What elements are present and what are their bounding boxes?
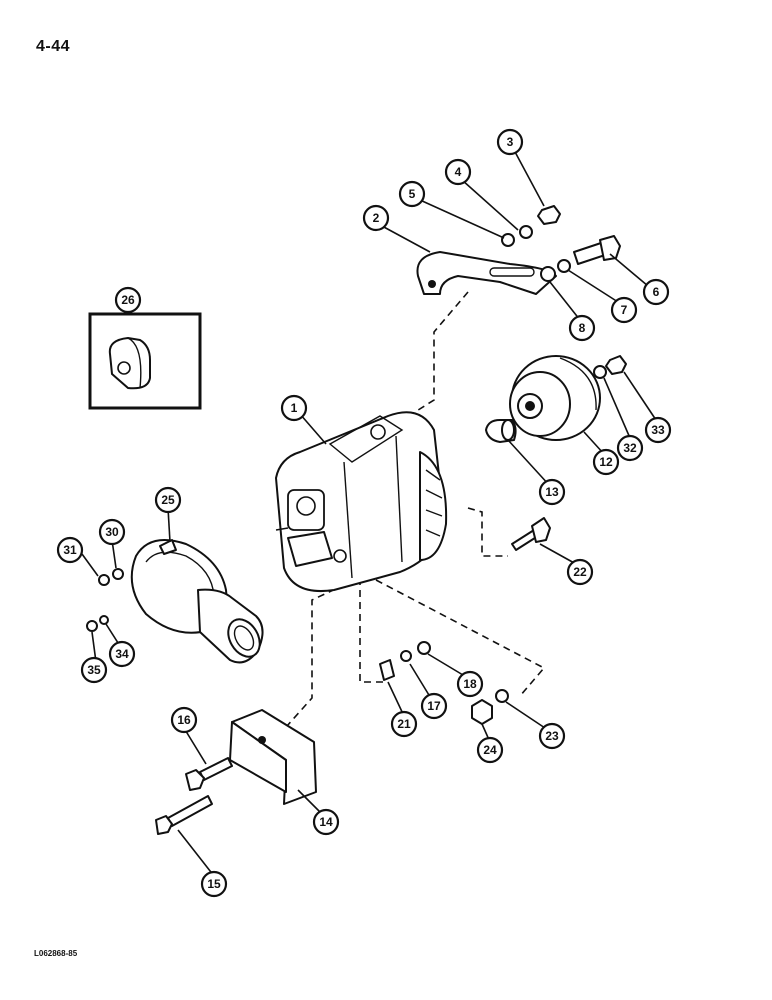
adjusting-strap (416, 251, 557, 295)
mounting-bracket (229, 709, 317, 805)
callout-26: 26 (114, 286, 142, 314)
svg-text:30: 30 (105, 525, 119, 539)
callout-24: 24 (476, 736, 504, 764)
pulley-nuts (593, 355, 627, 379)
page-number: 4-44 (36, 38, 71, 55)
strap-hardware (501, 205, 621, 282)
svg-text:4: 4 (455, 165, 462, 179)
callout-8: 8 (568, 314, 596, 342)
bolt-16 (185, 757, 233, 791)
pulley (509, 355, 601, 441)
svg-text:22: 22 (573, 565, 587, 579)
svg-text:31: 31 (63, 543, 77, 557)
callout-25: 25 (154, 486, 182, 514)
svg-text:23: 23 (545, 729, 559, 743)
callout-3: 3 (496, 128, 524, 156)
svg-text:2: 2 (373, 211, 380, 225)
callout-13: 13 (538, 478, 566, 506)
svg-text:24: 24 (483, 743, 497, 757)
callout-2: 2 (362, 204, 390, 232)
svg-text:1: 1 (291, 401, 298, 415)
spacer (485, 419, 517, 443)
svg-text:5: 5 (409, 187, 416, 201)
svg-text:18: 18 (463, 677, 477, 691)
svg-text:8: 8 (579, 321, 586, 335)
callout-32: 32 (616, 434, 644, 462)
bushing-detail-box (88, 312, 202, 410)
svg-text:15: 15 (207, 877, 221, 891)
callout-35: 35 (80, 656, 108, 684)
callout-23: 23 (538, 722, 566, 750)
callout-22: 22 (566, 558, 594, 586)
svg-text:21: 21 (397, 717, 411, 731)
svg-text:6: 6 (653, 285, 660, 299)
svg-text:7: 7 (621, 303, 628, 317)
figure-code: L062868-85 (34, 949, 78, 958)
callout-7: 7 (610, 296, 638, 324)
lower-hardware (379, 641, 509, 725)
long-bolt-15 (155, 795, 213, 835)
callout-12: 12 (592, 448, 620, 476)
callout-16: 16 (170, 706, 198, 734)
svg-text:13: 13 (545, 485, 559, 499)
assembly-dashed-lines (277, 291, 546, 737)
svg-text:14: 14 (319, 815, 333, 829)
callout-33: 33 (644, 416, 672, 444)
callout-14: 14 (312, 808, 340, 836)
long-bolt-22 (511, 517, 551, 551)
alternator-body (275, 411, 448, 592)
svg-text:26: 26 (121, 293, 135, 307)
callout-6: 6 (642, 278, 670, 306)
callout-21: 21 (390, 710, 418, 738)
callout-34: 34 (108, 640, 136, 668)
svg-text:12: 12 (599, 455, 613, 469)
svg-text:17: 17 (427, 699, 441, 713)
svg-text:35: 35 (87, 663, 101, 677)
svg-text:3: 3 (507, 135, 514, 149)
callout-17: 17 (420, 692, 448, 720)
leader-lines (81, 149, 657, 877)
svg-text:34: 34 (115, 647, 129, 661)
callout-31: 31 (56, 536, 84, 564)
svg-text:25: 25 (161, 493, 175, 507)
callout-5: 5 (398, 180, 426, 208)
callout-4: 4 (444, 158, 472, 186)
callout-18: 18 (456, 670, 484, 698)
callout-1: 1 (280, 394, 308, 422)
svg-text:16: 16 (177, 713, 191, 727)
svg-text:33: 33 (651, 423, 665, 437)
fan-shroud (130, 539, 264, 664)
callout-15: 15 (200, 870, 228, 898)
svg-text:32: 32 (623, 441, 637, 455)
shroud-hardware (86, 568, 124, 632)
callout-30: 30 (98, 518, 126, 546)
